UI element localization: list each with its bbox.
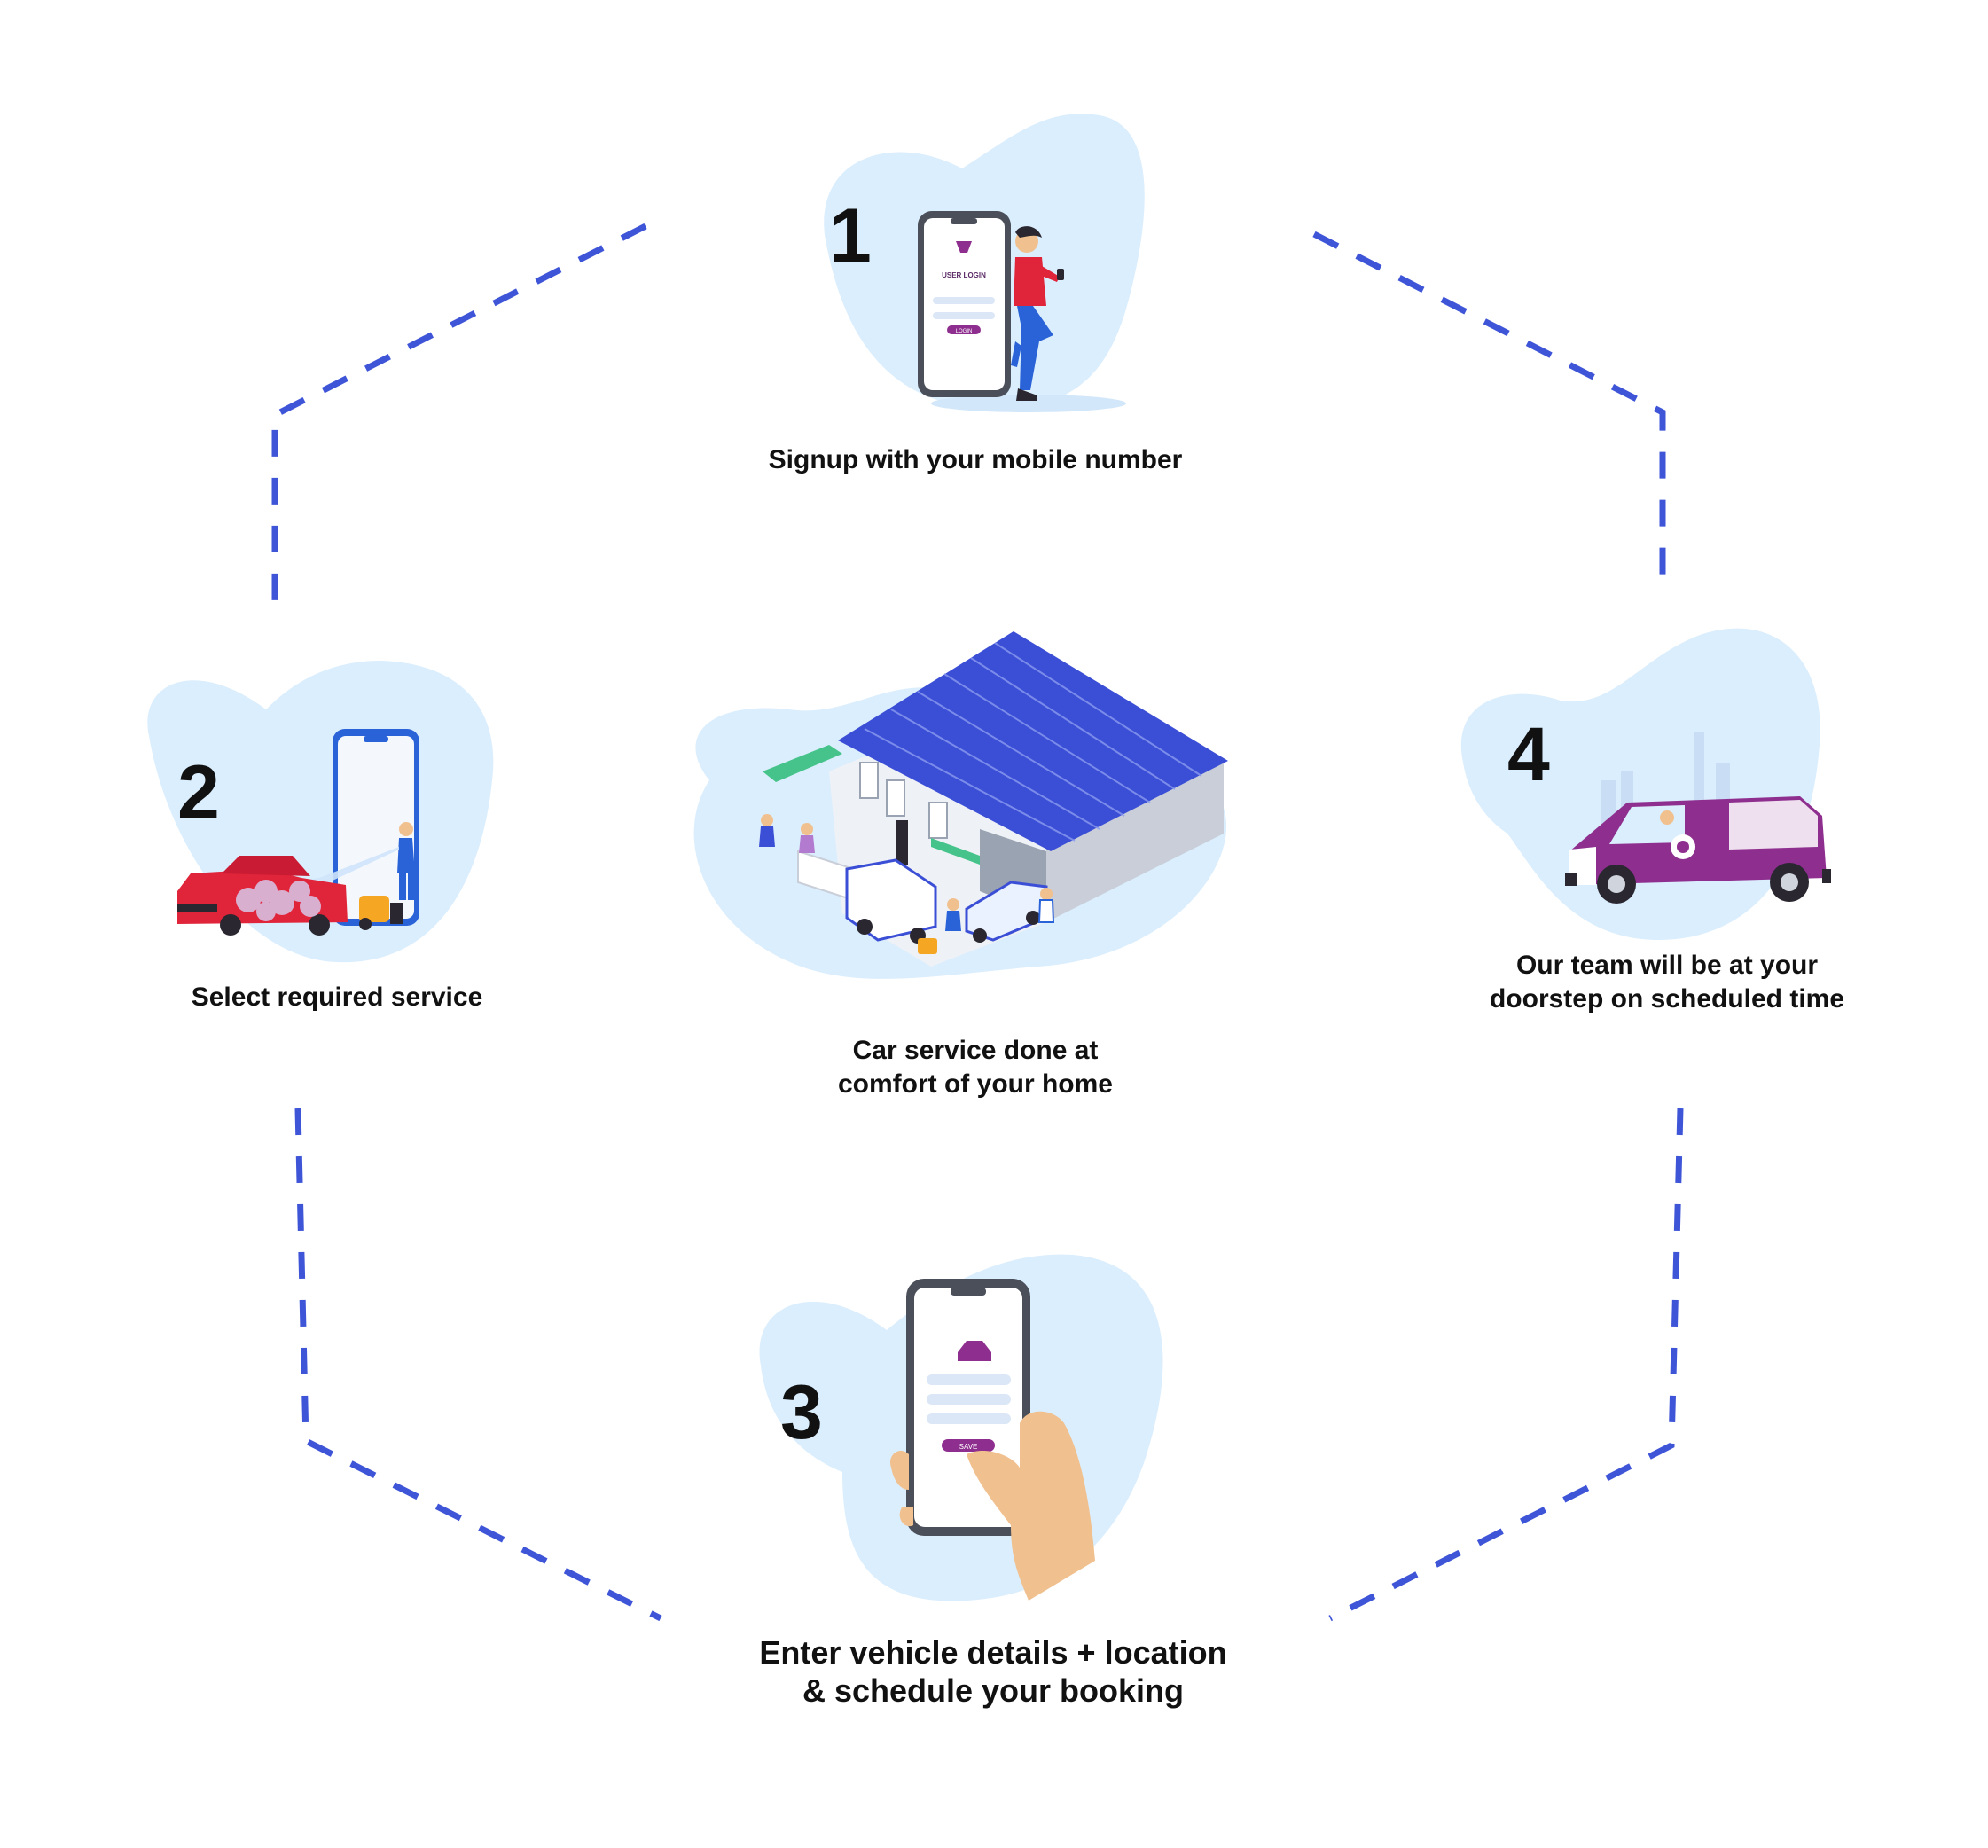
phone-login-title: USER LOGIN: [942, 271, 986, 279]
step-1-caption: Signup with your mobile number: [683, 443, 1268, 477]
center-caption-line-1: Car service done at: [852, 1036, 1099, 1065]
dashed-connectors: [271, 223, 1684, 1622]
center-scene: [693, 631, 1228, 979]
step-3-caption-line-2: & schedule your booking: [802, 1672, 1185, 1710]
step-4-caption: Our team will be at your doorstep on sch…: [1428, 949, 1906, 1017]
service-van-illustration: [1565, 732, 1831, 904]
connector-bottom-left: [294, 1108, 662, 1622]
center-caption: Car service done at comfort of your home: [727, 1034, 1224, 1102]
step-4-caption-line-1: Our team will be at your: [1515, 951, 1819, 980]
connector-top-right: [1312, 231, 1666, 585]
connector-bottom-right: [1328, 1108, 1684, 1622]
step-3-number: 3: [780, 1370, 823, 1455]
step-2-caption-line-1: Select required service: [191, 983, 483, 1012]
center-caption-line-2: comfort of your home: [837, 1069, 1113, 1100]
step-1: 1 USER LOGIN LOGIN: [824, 114, 1145, 412]
step-3: 3 SAVE: [759, 1254, 1163, 1601]
step-3-caption-line-1: Enter vehicle details + location: [759, 1634, 1227, 1671]
car-wash-illustration: [177, 729, 419, 936]
garage-house-illustration: [759, 631, 1228, 967]
step-4-number: 4: [1507, 712, 1550, 797]
connector-top-left: [271, 223, 647, 603]
phone-login-button: LOGIN: [956, 329, 973, 334]
step-2: 2: [147, 661, 494, 963]
phone-save-button: SAVE: [959, 1443, 978, 1451]
phone-login-illustration: USER LOGIN LOGIN: [918, 211, 1064, 401]
step-1-caption-line-1: Signup with your mobile number: [768, 445, 1183, 474]
phone-hand-illustration: SAVE: [890, 1279, 1095, 1601]
step-2-caption: Select required service: [98, 981, 576, 1014]
step-1-number: 1: [829, 193, 872, 278]
step-1-shadow: [931, 395, 1126, 412]
step-4: 4: [1460, 628, 1831, 940]
step-2-number: 2: [177, 750, 220, 835]
step-3-caption: Enter vehicle details + location & sched…: [674, 1633, 1312, 1710]
step-4-caption-line-2: doorstep on scheduled time: [1489, 984, 1845, 1014]
